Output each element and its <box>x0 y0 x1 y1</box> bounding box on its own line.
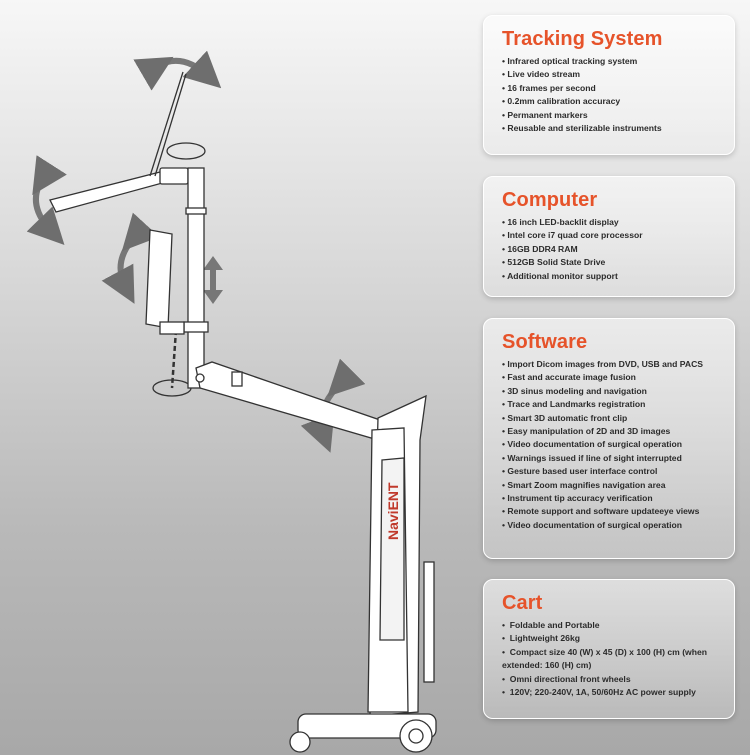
list-item: • 16 frames per second <box>502 82 596 93</box>
list-item: • Infrared optical tracking system <box>502 56 638 66</box>
spec-list: • Import Dicom images from DVD, USB and … <box>502 358 722 532</box>
list-item: • Instrument tip accuracy verification <box>502 493 653 504</box>
list-item: • Lightweight 26kg <box>502 633 580 644</box>
section-title: Tracking System <box>502 28 663 50</box>
list-item: • 0.2mm calibration accuracy <box>502 96 621 107</box>
spec-list: • 16 inch LED-backlit display • Intel co… <box>502 216 722 283</box>
cart-wheels <box>289 719 433 753</box>
list-item: • Remote support and software updateeye … <box>502 506 700 517</box>
vertical-column <box>183 167 209 389</box>
spec-list: • Foldable and Portable • Lightweight 26… <box>502 619 722 699</box>
list-item: • 16GB DDR4 RAM <box>502 243 578 254</box>
software-card: Software • Import Dicom images from DVD,… <box>483 318 735 559</box>
cart-illustration: NaviENT <box>26 50 437 753</box>
list-item: • Smart 3D automatic front clip <box>502 412 628 423</box>
brand-logo: NaviENT <box>385 482 401 540</box>
list-item: • Video documentation of surgical operat… <box>502 439 683 450</box>
list-item: • Gesture based user interface control <box>502 466 658 477</box>
section-title: Cart <box>502 592 543 614</box>
list-item: • Import Dicom images from DVD, USB and … <box>502 359 704 369</box>
list-item: • Permanent markers <box>502 109 588 120</box>
list-item: • 512GB Solid State Drive <box>502 257 606 268</box>
list-item: • Intel core i7 quad core processor <box>502 230 643 241</box>
spec-list: • Infrared optical tracking system • Liv… <box>502 55 722 135</box>
vertical-arrow-icon <box>203 256 223 304</box>
section-title: Computer <box>502 189 598 211</box>
list-item: • Reusable and sterilizable instruments <box>502 123 662 134</box>
cart-card: Cart • Foldable and Portable • Lightweig… <box>483 579 735 719</box>
list-item: • Compact size 40 (W) x 45 (D) x 100 (H)… <box>502 646 708 671</box>
list-item: • Warnings issued if line of sight inter… <box>502 452 682 463</box>
cart-body <box>297 394 437 739</box>
list-item: • Omni directional front wheels <box>502 673 631 684</box>
rotation-arrow-icon <box>26 155 67 245</box>
list-item: • Foldable and Portable <box>502 620 600 630</box>
support-arm <box>195 361 381 441</box>
section-title: Software <box>502 331 588 353</box>
computer-card: Computer • 16 inch LED-backlit display •… <box>483 176 735 297</box>
tracking-system-card: Tracking System • Infrared optical track… <box>483 15 735 155</box>
laptop <box>49 71 189 213</box>
list-item: • Additional monitor support <box>502 270 618 281</box>
list-item: • Trace and Landmarks registration <box>502 399 646 410</box>
rotation-arrow-icon <box>133 50 222 91</box>
list-item: • Easy manipulation of 2D and 3D images <box>502 426 671 437</box>
list-item: • Video documentation of surgical operat… <box>502 519 683 530</box>
list-item: • 120V; 220-240V, 1A, 50/60Hz AC power s… <box>502 687 696 698</box>
list-item: • Smart Zoom magnifies navigation area <box>502 479 666 490</box>
rotation-arrow-icon <box>101 212 160 304</box>
monitor <box>145 229 185 335</box>
list-item: • 3D sinus modeling and navigation <box>502 385 647 396</box>
list-item: • Fast and accurate image fusion <box>502 372 636 383</box>
list-item: • Live video stream <box>502 69 581 80</box>
list-item: • 16 inch LED-backlit display <box>502 217 619 227</box>
